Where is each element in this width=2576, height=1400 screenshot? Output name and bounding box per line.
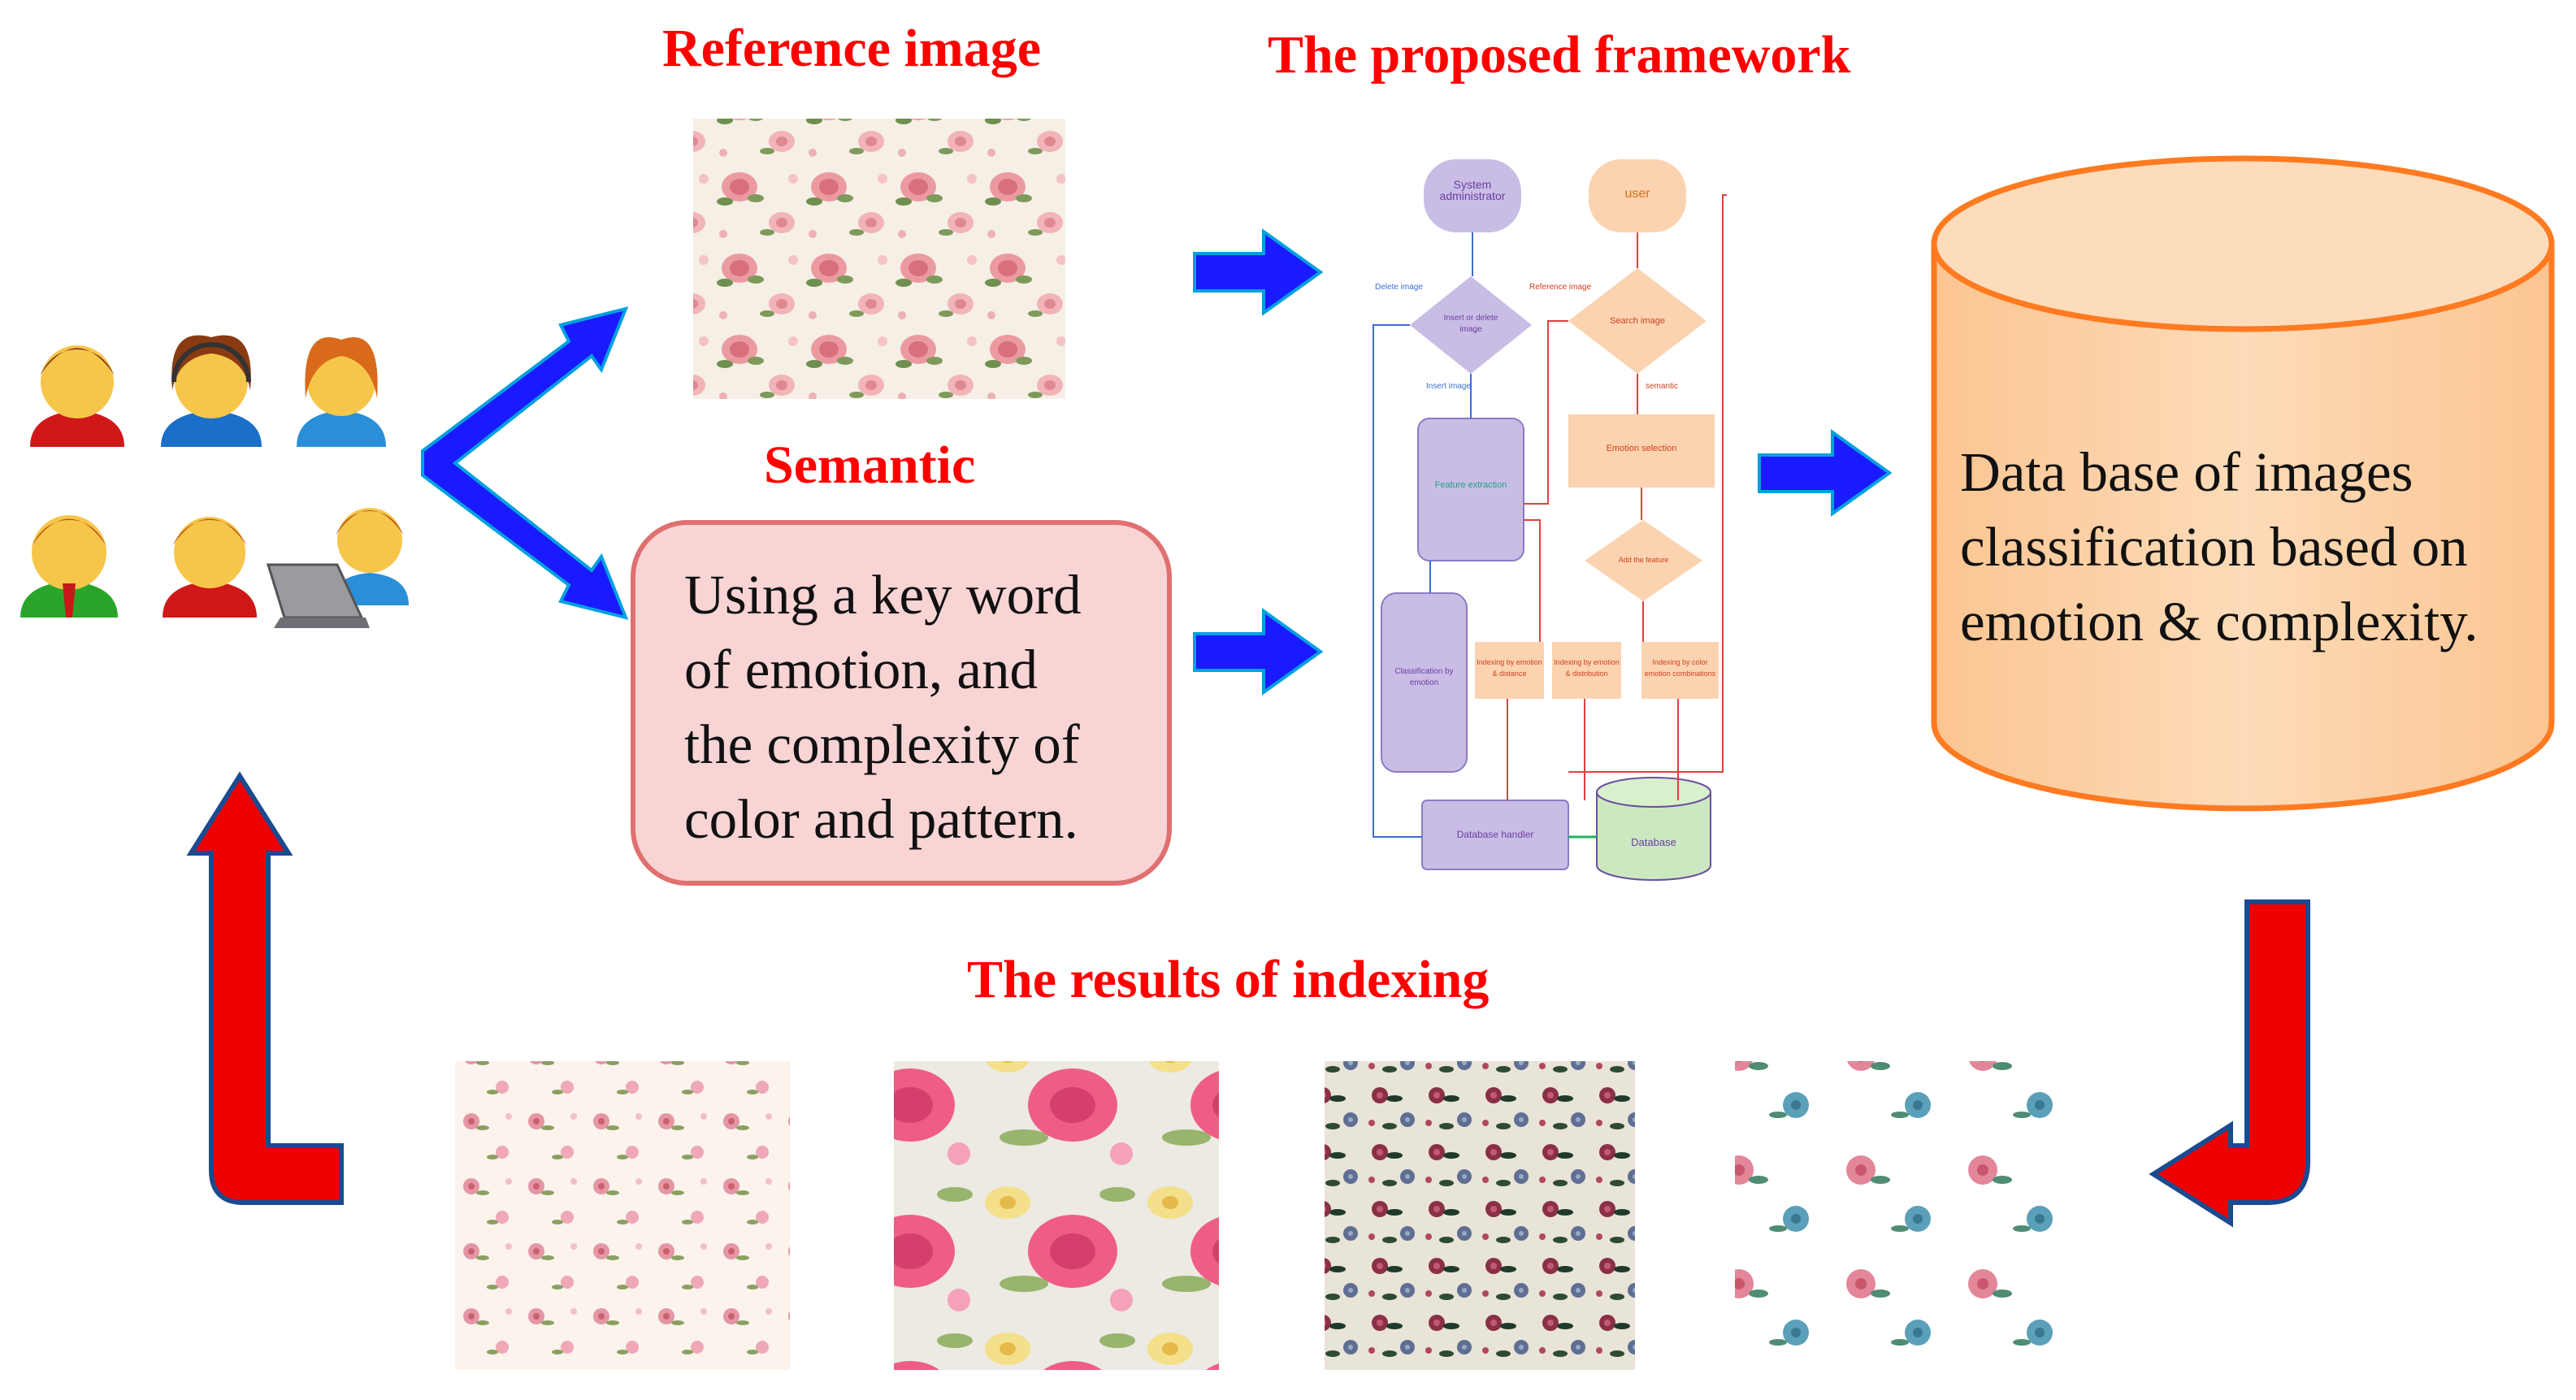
result-image-2	[894, 1061, 1219, 1370]
fc-emotion-selection-label: Emotion selection	[1606, 444, 1677, 453]
fc-insert-image-label: Insert image	[1426, 382, 1472, 391]
reference-image-title: Reference image	[662, 19, 1042, 78]
blue-arrow-database	[1758, 429, 1893, 517]
fc-reference-image-label: Reference image	[1529, 283, 1592, 292]
fc-index-1-label: Indexing by emotion & distance	[1477, 658, 1542, 678]
fc-feature-extraction-label: Feature extraction	[1434, 480, 1507, 490]
fc-database-label: Database	[1631, 836, 1676, 848]
database-cylinder	[1931, 155, 2555, 812]
result-image-1	[455, 1061, 790, 1370]
blue-fork-arrow	[421, 306, 629, 620]
fc-add-feature-label: Add the feature	[1618, 556, 1669, 564]
fc-index-3	[1641, 642, 1719, 699]
fc-add-feature	[1585, 520, 1702, 601]
fc-database	[1596, 791, 1711, 881]
fc-index-2	[1552, 642, 1621, 699]
fc-index-2-label: Indexing by emotion & distribution	[1554, 658, 1620, 678]
fc-emotion-selection	[1568, 414, 1715, 488]
semantic-text: Using a key word of emotion, and the com…	[684, 564, 1082, 850]
database-text: Data base of images classification based…	[1960, 441, 2478, 652]
fc-index-3-label: Indexing by color emotion combinations	[1644, 658, 1716, 678]
blue-arrow-reference	[1193, 228, 1324, 316]
fc-search-image	[1568, 268, 1706, 374]
fc-system-admin-label: System administrator	[1439, 178, 1506, 202]
flowchart	[1349, 146, 1739, 881]
blue-arrow-semantic	[1193, 608, 1324, 696]
fc-insert-delete	[1410, 276, 1532, 374]
fc-db-handler-label: Database handler	[1456, 829, 1534, 840]
users-group	[20, 335, 409, 628]
fc-index-1	[1475, 642, 1544, 699]
fc-insert-delete-label: Insert or delete image	[1443, 314, 1498, 334]
result-image-4	[1735, 1061, 2060, 1363]
fc-db-handler	[1421, 800, 1569, 870]
results-title: The results of indexing	[967, 950, 1490, 1009]
red-arrow-up	[186, 771, 344, 1205]
fc-classification-label: Classification by emotion	[1394, 667, 1454, 687]
proposed-framework-title: The proposed framework	[1268, 25, 1851, 85]
fc-search-image-label: Search image	[1610, 316, 1665, 326]
reference-image	[693, 119, 1065, 399]
fc-user-label: user	[1624, 187, 1650, 201]
fc-classification	[1381, 592, 1468, 773]
red-arrow-down-left	[2149, 899, 2310, 1228]
fc-system-admin	[1424, 159, 1521, 232]
semantic-box: Using a key word of emotion, and the com…	[631, 520, 1172, 886]
fc-delete-image-label: Delete image	[1375, 283, 1423, 292]
semantic-title: Semantic	[764, 436, 976, 495]
result-image-3	[1325, 1061, 1635, 1370]
fc-semantic-label: semantic	[1646, 382, 1679, 391]
fc-user	[1589, 159, 1686, 232]
